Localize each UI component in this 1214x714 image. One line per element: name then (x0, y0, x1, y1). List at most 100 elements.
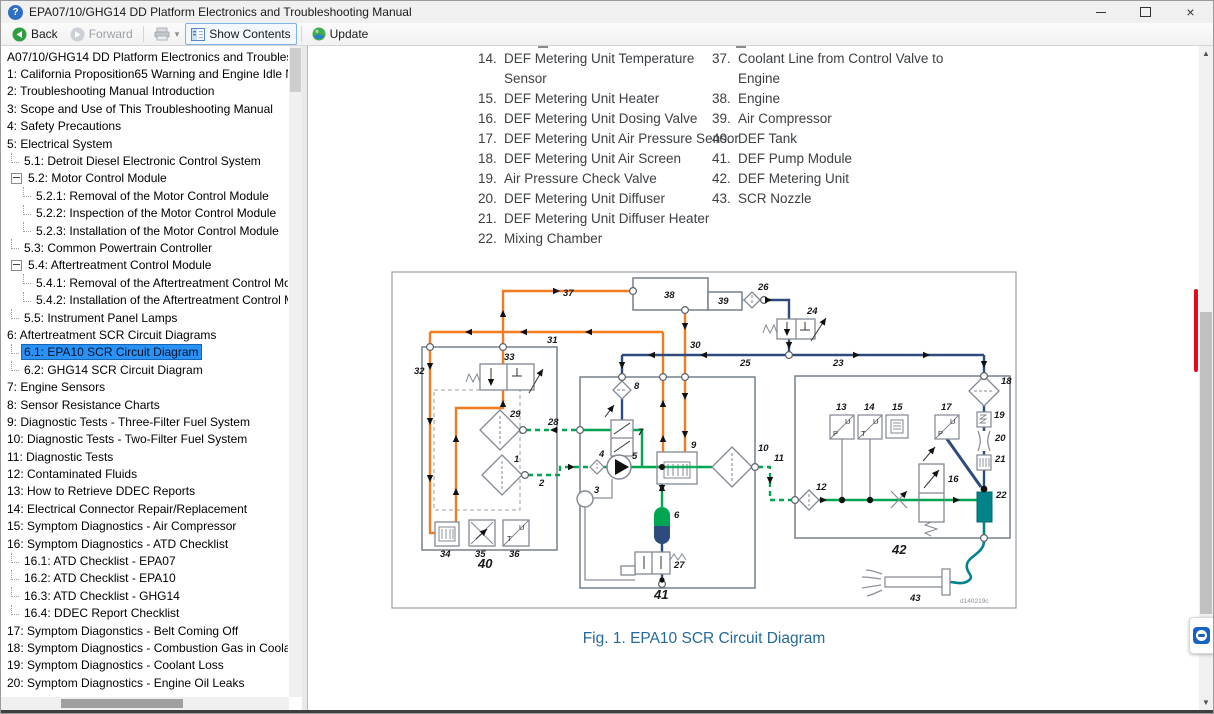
toc-item[interactable]: 11: Diagnostic Tests (1, 448, 288, 465)
svg-text:P: P (833, 429, 838, 438)
toc-horizontal-scrollbar[interactable] (1, 697, 289, 710)
toc-item[interactable]: 7: Engine Sensors (1, 378, 288, 395)
toc-item[interactable]: 5.2.1: Removal of the Motor Control Modu… (1, 187, 288, 204)
toc-item[interactable]: A07/10/GHG14 DD Platform Electronics and… (1, 48, 288, 65)
toc-item[interactable]: 6.2: GHG14 SCR Circuit Diagram (1, 361, 288, 378)
toc-vertical-scrollbar[interactable] (289, 46, 302, 697)
maximize-button[interactable] (1123, 1, 1168, 23)
back-button[interactable]: Back (6, 23, 64, 45)
toc-item[interactable]: 3: Scope and Use of This Troubleshooting… (1, 100, 288, 117)
toc-item[interactable]: 16.2: ATD Checklist - EPA10 (1, 569, 288, 587)
tree-connector-icon (11, 309, 19, 320)
show-contents-button[interactable]: Show Contents (185, 23, 297, 45)
toc-item[interactable]: 5.4.1: Removal of the Aftertreatment Con… (1, 274, 288, 291)
toc-item-label: 17: Symptom Diagonstics - Belt Coming Of… (7, 623, 239, 638)
tree-connector-icon (11, 569, 19, 580)
content-vscroll-thumb[interactable] (1200, 312, 1212, 614)
legend-text: DEF Pump Module (738, 149, 852, 169)
legend-line: DEF Metering Unit Air Screen (504, 151, 682, 166)
toc-item[interactable]: 10: Diagnostic Tests - Two-Filter Fuel S… (1, 431, 288, 448)
remote-app-icon[interactable] (1193, 627, 1210, 644)
toc-item-label: 2: Troubleshooting Manual Introduction (7, 84, 215, 99)
toc-item[interactable]: 15: Symptom Diagnostics - Air Compressor (1, 518, 288, 535)
print-dropdown-icon[interactable]: ▾ (174, 28, 180, 39)
toc-item[interactable]: 5.3: Common Powertrain Controller (1, 239, 288, 256)
contents-panel-icon (191, 27, 206, 41)
toc-item[interactable]: 20: Symptom Diagnostics - Engine Oil Lea… (1, 674, 288, 691)
legend-number: 14. (478, 51, 497, 66)
diagram-label-30: 30 (690, 340, 701, 351)
print-button[interactable]: ▾ (148, 23, 186, 45)
diagram-label-27: 27 (673, 560, 685, 571)
diagram-label-14: 14 (864, 402, 875, 413)
toc-item-label: 19: Symptom Diagnostics - Coolant Loss (7, 658, 224, 673)
toc-item[interactable]: 16.1: ATD Checklist - EPA07 (1, 552, 288, 569)
toc-item[interactable]: 19: Symptom Diagnostics - Coolant Loss (1, 657, 288, 674)
remote-overlay-panel[interactable] (1189, 617, 1213, 654)
toc-panel: A07/10/GHG14 DD Platform Electronics and… (1, 46, 302, 710)
close-button[interactable]: × (1168, 1, 1213, 23)
collapse-icon[interactable] (11, 172, 22, 184)
toc-item[interactable]: 5: Electrical System (1, 135, 288, 152)
legend-number: 19. (478, 171, 497, 186)
diagram-label-19: 19 (994, 410, 1005, 421)
content-vertical-scrollbar[interactable]: ▲ ▼ (1199, 46, 1213, 710)
toc-item[interactable]: 5.2.2: Inspection of the Motor Control M… (1, 204, 288, 222)
toc-vscroll-thumb[interactable] (290, 48, 301, 92)
scroll-down-icon[interactable]: ▼ (1202, 698, 1210, 707)
legend-item: 15.DEF Metering Unit Heater (478, 89, 739, 109)
toc-item[interactable]: 5.2: Motor Control Module (1, 170, 288, 187)
toc-item[interactable]: 8: Sensor Resistance Charts (1, 396, 288, 413)
diagram-label-1: 1 (514, 454, 519, 465)
toc-hscroll-thumb[interactable] (61, 699, 183, 708)
toc-item[interactable]: 17: Symptom Diagonstics - Belt Coming Of… (1, 622, 288, 639)
toc-item[interactable]: 5.1: Detroit Diesel Electronic Control S… (1, 152, 288, 169)
toc-item[interactable]: 2: Troubleshooting Manual Introduction (1, 83, 288, 100)
forward-button[interactable]: Forward (64, 23, 139, 45)
update-button[interactable]: Update (306, 23, 375, 45)
minimize-button[interactable] (1078, 1, 1123, 23)
toc-item-label: 5.2.2: Inspection of the Motor Control M… (36, 206, 277, 221)
legend-item: 17.DEF Metering Unit Air Pressure Sensor (478, 129, 739, 149)
scroll-up-icon[interactable]: ▲ (1202, 49, 1210, 58)
diagram-label-5: 5 (632, 451, 638, 462)
legend-number: 40. (712, 131, 731, 146)
toc-item[interactable]: 12: Contaminated Fluids (1, 465, 288, 482)
toc-item-label: 11: Diagnostic Tests (7, 449, 114, 464)
diagram-label-29: 29 (509, 409, 521, 420)
diagram-label-11: 11 (774, 453, 784, 464)
legend-item: 39.Air Compressor (712, 109, 943, 129)
collapse-icon[interactable] (11, 259, 22, 271)
toc-item[interactable]: 16.4: DDEC Report Checklist (1, 604, 288, 622)
toc-item-label: 4: Safety Precautions (7, 119, 122, 134)
toc-item[interactable]: 5.4.2: Installation of the Aftertreatmen… (1, 291, 288, 308)
diagram-label-16: 16 (948, 474, 959, 485)
toc-item[interactable]: 5.5: Instrument Panel Lamps (1, 309, 288, 326)
diagram-label-36: 36 (509, 549, 520, 560)
legend-text: SCR Nozzle (738, 189, 812, 209)
help-file-icon: ? (8, 4, 23, 20)
toc-item[interactable]: 9: Diagnostic Tests - Three-Filter Fuel … (1, 413, 288, 430)
toc-list: A07/10/GHG14 DD Platform Electronics and… (1, 48, 288, 696)
toc-item[interactable]: 4: Safety Precautions (1, 118, 288, 135)
toc-item[interactable]: 6.1: EPA10 SCR Circuit Diagram (1, 343, 288, 361)
toc-item[interactable]: 6: Aftertreatment SCR Circuit Diagrams (1, 326, 288, 343)
tree-connector-icon (11, 361, 19, 372)
legend-line: DEF Metering Unit Dosing Valve (504, 111, 698, 126)
legend-line: Engine (738, 71, 781, 86)
toc-item[interactable]: 16.3: ATD Checklist - GHG14 (1, 587, 288, 604)
legend-number: 43. (712, 191, 731, 206)
toc-item[interactable]: 5.2.3: Installation of the Motor Control… (1, 222, 288, 239)
diagram-label-34: 34 (440, 549, 451, 560)
toc-item[interactable]: 5.4: Aftertreatment Control Module (1, 257, 288, 274)
pane-splitter[interactable] (302, 46, 308, 710)
toc-item-label: 5.3: Common Powertrain Controller (24, 240, 213, 255)
legend-number: 39. (712, 111, 731, 126)
toc-item[interactable]: 1: California Proposition65 Warning and … (1, 65, 288, 82)
toc-item[interactable]: 18: Symptom Diagnostics - Combustion Gas… (1, 639, 288, 656)
toc-item[interactable]: 16: Symptom Diagnostics - ATD Checklist (1, 535, 288, 552)
toc-item[interactable]: 13: How to Retrieve DDEC Reports (1, 483, 288, 500)
toc-item[interactable]: 14: Electrical Connector Repair/Replacem… (1, 500, 288, 517)
diagram-label-6: 6 (674, 510, 680, 521)
